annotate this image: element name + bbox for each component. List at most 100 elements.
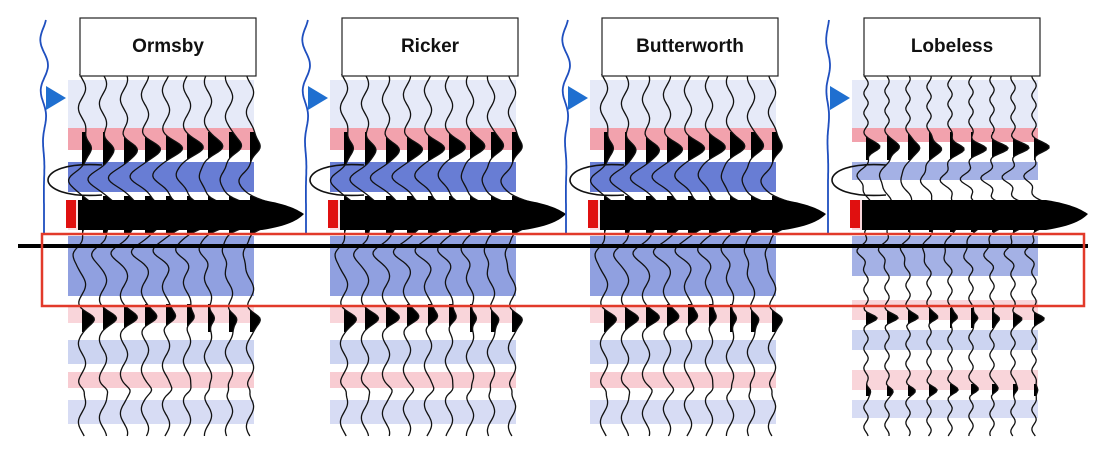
amplitude-band (852, 330, 1038, 350)
trace-line (481, 73, 536, 437)
trace-fill (491, 132, 536, 332)
amplitude-band (590, 305, 776, 323)
amplitude-bands (68, 80, 254, 424)
trace-fill (1034, 132, 1058, 396)
amplitude-band (590, 372, 776, 388)
zero-crossing-loop (47, 163, 103, 197)
trace-line (959, 73, 1009, 437)
trace-line (329, 73, 362, 437)
amplitude-band (330, 128, 516, 150)
wavelet-curve (825, 19, 831, 234)
trace-fill (145, 132, 170, 332)
wavelet-curve (301, 19, 311, 234)
trace-fill (646, 132, 667, 332)
amplitude-band (852, 400, 1038, 418)
wavelet-peak-marker (46, 86, 66, 110)
trace-line (760, 73, 796, 437)
reflector-marker (328, 200, 338, 228)
trace-line (609, 73, 645, 437)
trace-line (856, 73, 883, 437)
amplitude-bands (590, 80, 776, 424)
trace-line (1023, 73, 1058, 437)
panel-title-box: Ormsby (79, 17, 257, 77)
amplitude-band (852, 162, 1038, 180)
trace-fill (470, 132, 513, 332)
trace-fill (866, 132, 883, 396)
trace-fill (428, 132, 459, 332)
panels-layer: Ormsby Ricker Butterworth Lobeless (39, 17, 1088, 437)
trace-line (414, 73, 460, 437)
trace-line (87, 73, 123, 437)
title-frame (341, 17, 519, 77)
amplitude-band (68, 400, 254, 424)
zero-crossing-loop (831, 163, 887, 197)
panel-butterworth: Butterworth (561, 17, 826, 437)
trace-fill (730, 132, 773, 332)
trace-fill (82, 132, 100, 332)
amplitude-band (852, 80, 1038, 128)
trace-fill (709, 132, 747, 332)
amplitude-band (68, 372, 254, 388)
trace-line (198, 73, 252, 437)
trace-fill (386, 132, 407, 332)
trace-fill (688, 132, 719, 332)
trace-group (589, 73, 796, 437)
amplitude-band (330, 305, 516, 323)
trace-line (129, 73, 171, 437)
amplitude-band (68, 305, 254, 323)
trace-fill (166, 132, 197, 332)
trace-line (67, 73, 100, 437)
trace-fill (208, 132, 251, 332)
trace-line (152, 73, 198, 437)
reflector-marker (66, 200, 76, 228)
trace-line (877, 73, 909, 437)
amplitude-band (590, 340, 776, 364)
trace-fill (407, 132, 432, 332)
primary-reflection (600, 200, 826, 230)
trace-group (329, 73, 536, 437)
amplitude-band (590, 128, 776, 150)
trace-fill (344, 132, 362, 332)
trace-line (651, 73, 693, 437)
primary-reflection (862, 200, 1088, 230)
zero-crossing-loop (309, 163, 365, 197)
amplitude-band (852, 300, 1038, 320)
trace-fill (449, 132, 487, 332)
trace-fill (667, 132, 692, 332)
trace-fill (512, 132, 536, 332)
panel-title-box: Butterworth (601, 17, 779, 77)
highlight-box (40, 232, 1086, 308)
trace-line (437, 73, 487, 437)
trace-line (1001, 73, 1056, 437)
trace-fill (772, 132, 796, 332)
panel-title: Butterworth (636, 36, 744, 57)
trace-fill (908, 132, 934, 396)
trace-line (219, 73, 276, 437)
panel-title-box: Ricker (341, 17, 519, 77)
panel-title-box: Lobeless (863, 17, 1041, 77)
trace-line (460, 73, 514, 437)
trace-line (629, 73, 668, 437)
zero-crossing-loop (569, 163, 625, 197)
trace-line (349, 73, 385, 437)
trace-fill (604, 132, 622, 332)
amplitude-band (852, 128, 1038, 142)
trace-fill (250, 132, 276, 332)
amplitude-band (68, 340, 254, 364)
trace-fill (229, 132, 276, 332)
primary-reflection (78, 200, 304, 230)
trace-line (697, 73, 747, 437)
trace-line (391, 73, 433, 437)
trace-line (238, 73, 276, 437)
panel-title: Lobeless (911, 36, 993, 57)
trace-line (720, 73, 774, 437)
amplitude-band (852, 370, 1038, 390)
amplitude-band (330, 372, 516, 388)
title-frame (79, 17, 257, 77)
trace-line (980, 73, 1032, 437)
panel-title: Ricker (401, 36, 460, 57)
trace-group (67, 73, 276, 437)
title-frame (601, 17, 779, 77)
trace-line (369, 73, 408, 437)
trace-line (175, 73, 225, 437)
